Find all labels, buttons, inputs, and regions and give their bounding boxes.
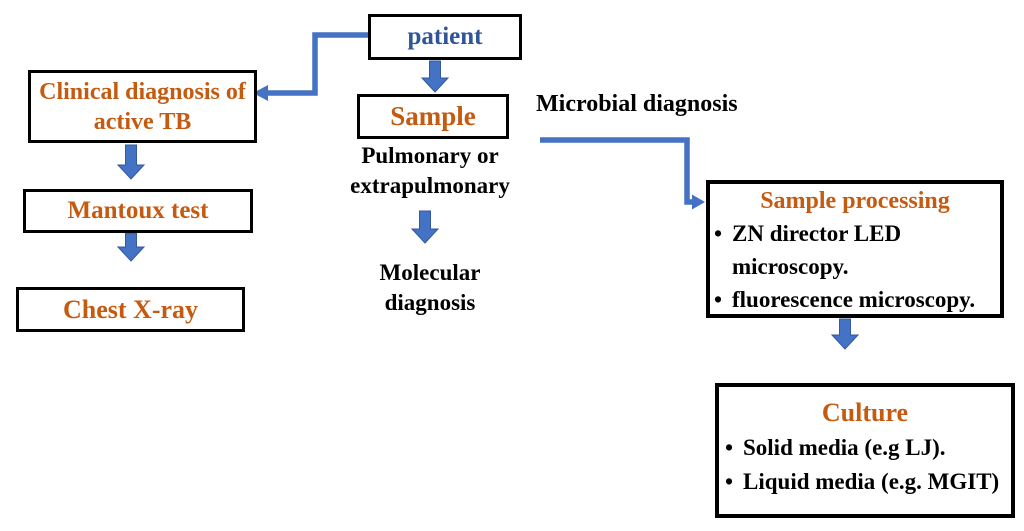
patient-label: patient: [407, 23, 483, 50]
connector-microbial-to-sample-processing: [540, 137, 705, 210]
down-arrow-mantoux-to-chest-xray: [116, 232, 146, 262]
node-mantoux-test: Mantoux test: [23, 189, 253, 233]
down-arrow-processing-to-culture: [830, 318, 860, 350]
molecular-diagnosis-label: Molecular diagnosis: [350, 258, 510, 318]
molecular-line1: Molecular: [379, 260, 481, 285]
node-chest-xray: Chest X-ray: [16, 287, 245, 332]
sample-label: Sample: [390, 101, 476, 131]
list-item: • Solid media (e.g LJ).: [725, 431, 1005, 465]
molecular-line2: diagnosis: [384, 290, 476, 315]
mantoux-test-label: Mantoux test: [67, 197, 209, 224]
node-patient: patient: [368, 14, 522, 60]
clinical-diagnosis-label-line1: Clinical diagnosis of: [39, 78, 246, 105]
sample-processing-title: Sample processing: [760, 188, 950, 214]
culture-title: Culture: [821, 398, 909, 427]
bullet-icon: •: [725, 469, 734, 494]
chest-xray-label: Chest X-ray: [62, 294, 199, 324]
sample-type-line1: Pulmonary or: [361, 143, 499, 168]
down-arrow-sample-to-molecular: [410, 210, 440, 244]
node-sample-processing: Sample processing • ZN director LED micr…: [706, 180, 1004, 318]
list-item: • fluorescence microscopy.: [714, 283, 996, 316]
node-culture: Culture • Solid media (e.g LJ). • Liquid…: [715, 383, 1015, 518]
microbial-diagnosis-label: Microbial diagnosis: [536, 91, 738, 117]
culture-item-2: Liquid media (e.g. MGIT): [743, 469, 1000, 494]
processing-item-1-line2: microscopy.: [732, 254, 849, 279]
node-sample: Sample: [357, 94, 509, 139]
node-clinical-diagnosis: Clinical diagnosis of active TB: [28, 70, 257, 143]
list-item: • Liquid media (e.g. MGIT): [725, 465, 1005, 499]
bullet-icon: •: [714, 287, 723, 312]
processing-item-1-line1: ZN director LED: [732, 221, 902, 246]
bullet-icon: •: [725, 435, 734, 460]
sample-type-line2: extrapulmonary: [350, 173, 510, 198]
processing-item-1: ZN director LED microscopy.: [732, 217, 996, 283]
clinical-diagnosis-label-line2: active TB: [93, 108, 192, 135]
bullet-icon: •: [714, 221, 723, 246]
connector-patient-to-clinical: [253, 32, 370, 101]
down-arrow-patient-to-sample: [420, 60, 450, 93]
down-arrow-clinical-to-mantoux: [116, 144, 146, 180]
culture-item-1: Solid media (e.g LJ).: [743, 435, 946, 460]
list-item: • ZN director LED microscopy.: [714, 217, 996, 283]
sample-type-label: Pulmonary or extrapulmonary: [338, 141, 522, 201]
processing-item-2: fluorescence microscopy.: [732, 287, 976, 312]
